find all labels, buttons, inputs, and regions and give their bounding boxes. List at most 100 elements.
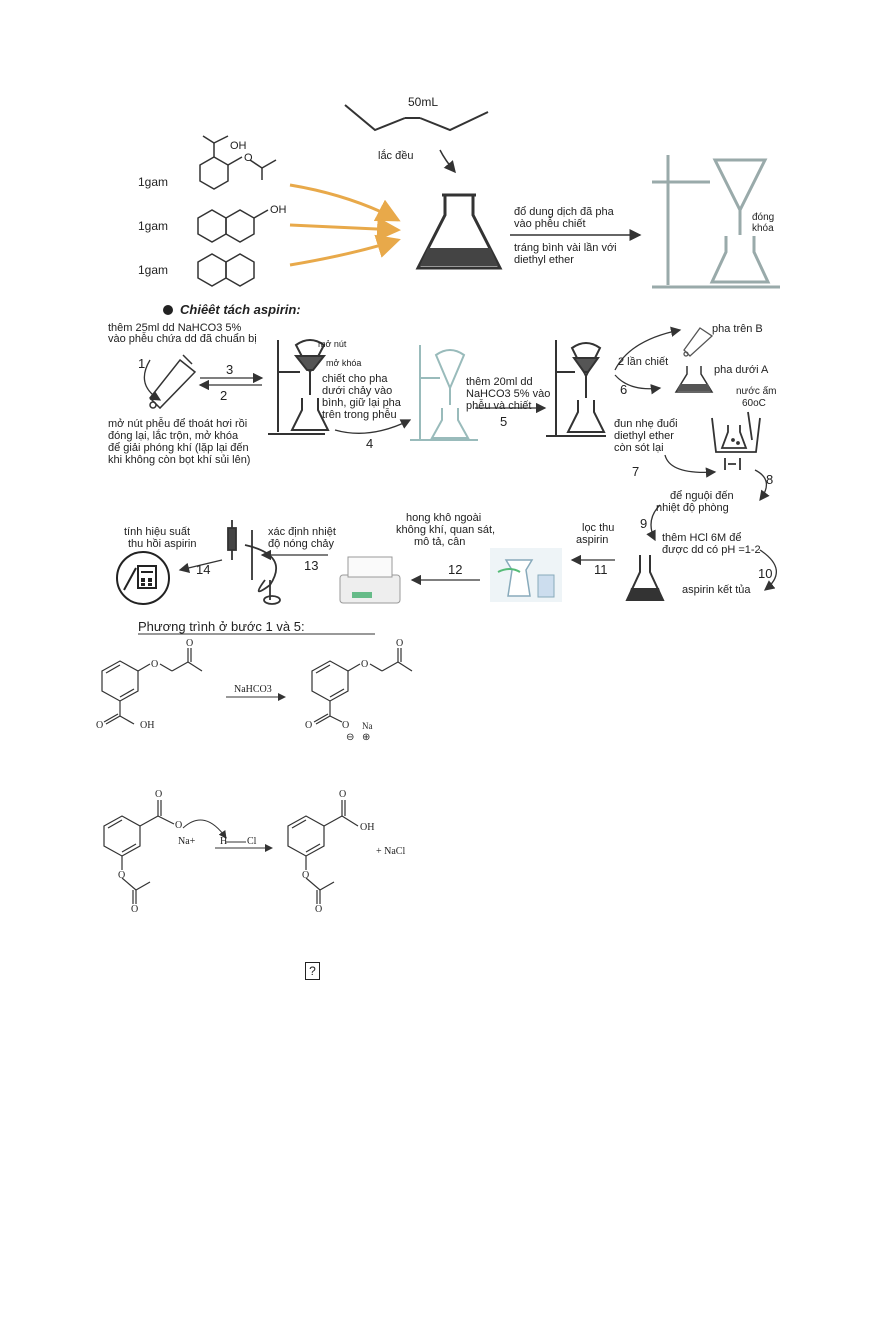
step-number-11: 11 bbox=[594, 562, 608, 577]
lower-phase-label: pha dưới A bbox=[714, 364, 768, 376]
step-number-6: 6 bbox=[620, 382, 627, 397]
eq1-right-na: Na bbox=[362, 720, 373, 732]
eq2-left-o-ester: O bbox=[118, 870, 125, 882]
pour-text-2: vào phễu chiết bbox=[514, 218, 586, 230]
step5-text-3: phễu và chiết bbox=[466, 400, 531, 412]
eq2-aspirin bbox=[288, 800, 358, 904]
eq2-right-o-ester: O bbox=[302, 870, 309, 882]
eq2-right-o-acetyl: O bbox=[315, 904, 322, 916]
step12-text-3: mô tả, cân bbox=[414, 536, 465, 548]
arrow-1 bbox=[144, 360, 160, 400]
reagent-mass-1: 1gam bbox=[138, 176, 168, 188]
lock-label-2: khóa bbox=[752, 223, 774, 235]
reagent-o-1: O bbox=[244, 152, 253, 164]
eq2-hcl-cl: Cl bbox=[247, 836, 256, 848]
pour-text-1: đổ dung dịch đã pha bbox=[514, 206, 614, 218]
step9-text-2: được dd có pH =1-2 bbox=[662, 544, 761, 556]
step-number-12: 12 bbox=[448, 562, 462, 577]
eq2-left-na: Na+ bbox=[178, 836, 195, 848]
step2-text-4: khi không còn bọt khí sủi lên) bbox=[108, 454, 250, 466]
warm-water-bath bbox=[712, 412, 760, 470]
step-number-1: 1 bbox=[138, 356, 145, 371]
section-title: Chiêêt tách aspirin: bbox=[180, 302, 301, 317]
step5-text-2: NaHCO3 5% vào bbox=[466, 388, 550, 400]
section-bullet bbox=[163, 305, 173, 315]
eq2-hcl-h: H bbox=[220, 836, 227, 848]
eq2-left-o-carbonyl: O bbox=[155, 789, 162, 801]
step13-text-1: xác định nhiệt bbox=[268, 526, 336, 538]
eq1-left-o-ester: O bbox=[151, 659, 158, 671]
eq1-right-minus: ⊖ bbox=[346, 732, 354, 744]
step-number-10: 10 bbox=[758, 566, 772, 581]
step14-text-1: tính hiệu suất bbox=[124, 526, 190, 538]
eq1-left-o-carbonyl: O bbox=[96, 720, 103, 732]
vacuum-filtration-setup bbox=[490, 548, 562, 602]
eq1-reagent: NaHCO3 bbox=[234, 684, 272, 696]
shake-label: lắc đều bbox=[378, 150, 413, 162]
eq1-right-o-carbonyl: O bbox=[305, 720, 312, 732]
step-number-8: 8 bbox=[766, 472, 773, 487]
eq1-right-o-acetyl: O bbox=[396, 638, 403, 650]
stopper-label: mở nút bbox=[318, 338, 346, 350]
step5-text-1: thêm 20ml dd bbox=[466, 376, 533, 388]
warm-water-label-2: 60oC bbox=[742, 398, 766, 410]
step-number-14: 14 bbox=[196, 562, 210, 577]
reagent-mass-3: 1gam bbox=[138, 264, 168, 276]
step-number-4: 4 bbox=[366, 436, 373, 451]
reagent-oh-2: OH bbox=[270, 204, 287, 216]
step11-text-1: lọc thu bbox=[582, 522, 614, 534]
reagent-mass-2: 1gam bbox=[138, 220, 168, 232]
step14-text-2: thu hồi aspirin bbox=[128, 538, 197, 550]
step-number-2: 2 bbox=[220, 388, 227, 403]
hand-funnel-icon bbox=[150, 355, 195, 408]
step2-text-2: đóng lại, lắc trộn, mở khóa bbox=[108, 430, 238, 442]
step2-text-1: mở nút phễu để thoát hơi rồi bbox=[108, 418, 247, 430]
eq1-right-o-ester: O bbox=[361, 659, 368, 671]
step-number-7: 7 bbox=[632, 464, 639, 479]
step7-text-2: diethyl ether bbox=[614, 430, 674, 442]
equation-heading: Phương trình ở bước 1 và 5: bbox=[138, 620, 305, 634]
eq1-left-oh: OH bbox=[140, 720, 154, 732]
precipitate-flask bbox=[627, 555, 663, 600]
analytical-balance bbox=[340, 557, 400, 603]
eq2-right-o-carbonyl: O bbox=[339, 789, 346, 801]
shake-arrow bbox=[440, 150, 455, 172]
extraction-stand-1 bbox=[268, 340, 328, 434]
upper-phase-funnel bbox=[684, 328, 712, 356]
upper-phase-label: pha trên B bbox=[712, 323, 763, 335]
step8-text-1: để nguội đến bbox=[670, 490, 734, 502]
step9-text-1: thêm HCl 6M để bbox=[662, 532, 741, 544]
step4-text-1: chiết cho pha bbox=[322, 373, 387, 385]
eq2-left-o-acetyl: O bbox=[131, 904, 138, 916]
step1-text-2: vào phễu chứa dd đã chuẩn bị bbox=[108, 333, 257, 345]
step7-text-1: đun nhẹ đuổi bbox=[614, 418, 678, 430]
arrow-7 bbox=[665, 455, 715, 472]
naphthalene-structure bbox=[198, 254, 254, 286]
arrow-8 bbox=[755, 470, 766, 500]
step11-text-2: aspirin bbox=[576, 534, 608, 546]
missing-glyph-box: ? bbox=[305, 962, 320, 980]
naphthol-structure bbox=[198, 210, 268, 242]
step6-text: 2 lần chiết bbox=[618, 356, 668, 368]
eq2-left-o-anion: O bbox=[175, 820, 182, 832]
step-number-3: 3 bbox=[226, 362, 233, 377]
step12-text-2: không khí, quan sát, bbox=[396, 524, 495, 536]
rinse-text-2: diethyl ether bbox=[514, 254, 574, 266]
arrow-4 bbox=[335, 420, 410, 433]
step4-text-4: trên trong phễu bbox=[322, 409, 397, 421]
calculator-icon bbox=[117, 552, 169, 604]
eq2-byproduct: + NaCl bbox=[376, 846, 405, 858]
step-number-9: 9 bbox=[640, 516, 647, 531]
reagent-arrows bbox=[290, 185, 398, 265]
eq1-right-plus: ⊕ bbox=[362, 732, 370, 744]
step13-text-2: độ nóng chảy bbox=[268, 538, 334, 550]
step7-text-3: còn sót lại bbox=[614, 442, 664, 454]
eq1-left-o-acetyl: O bbox=[186, 638, 193, 650]
step4-text-2: dưới chảy vào bbox=[322, 385, 392, 397]
step-number-13: 13 bbox=[304, 558, 318, 573]
step8-text-2: nhiệt độ phòng bbox=[656, 502, 729, 514]
eq2-sodium-aspirin bbox=[104, 800, 174, 904]
step12-text-1: hong khô ngoài bbox=[406, 512, 481, 524]
eq2-right-oh: OH bbox=[360, 822, 374, 834]
